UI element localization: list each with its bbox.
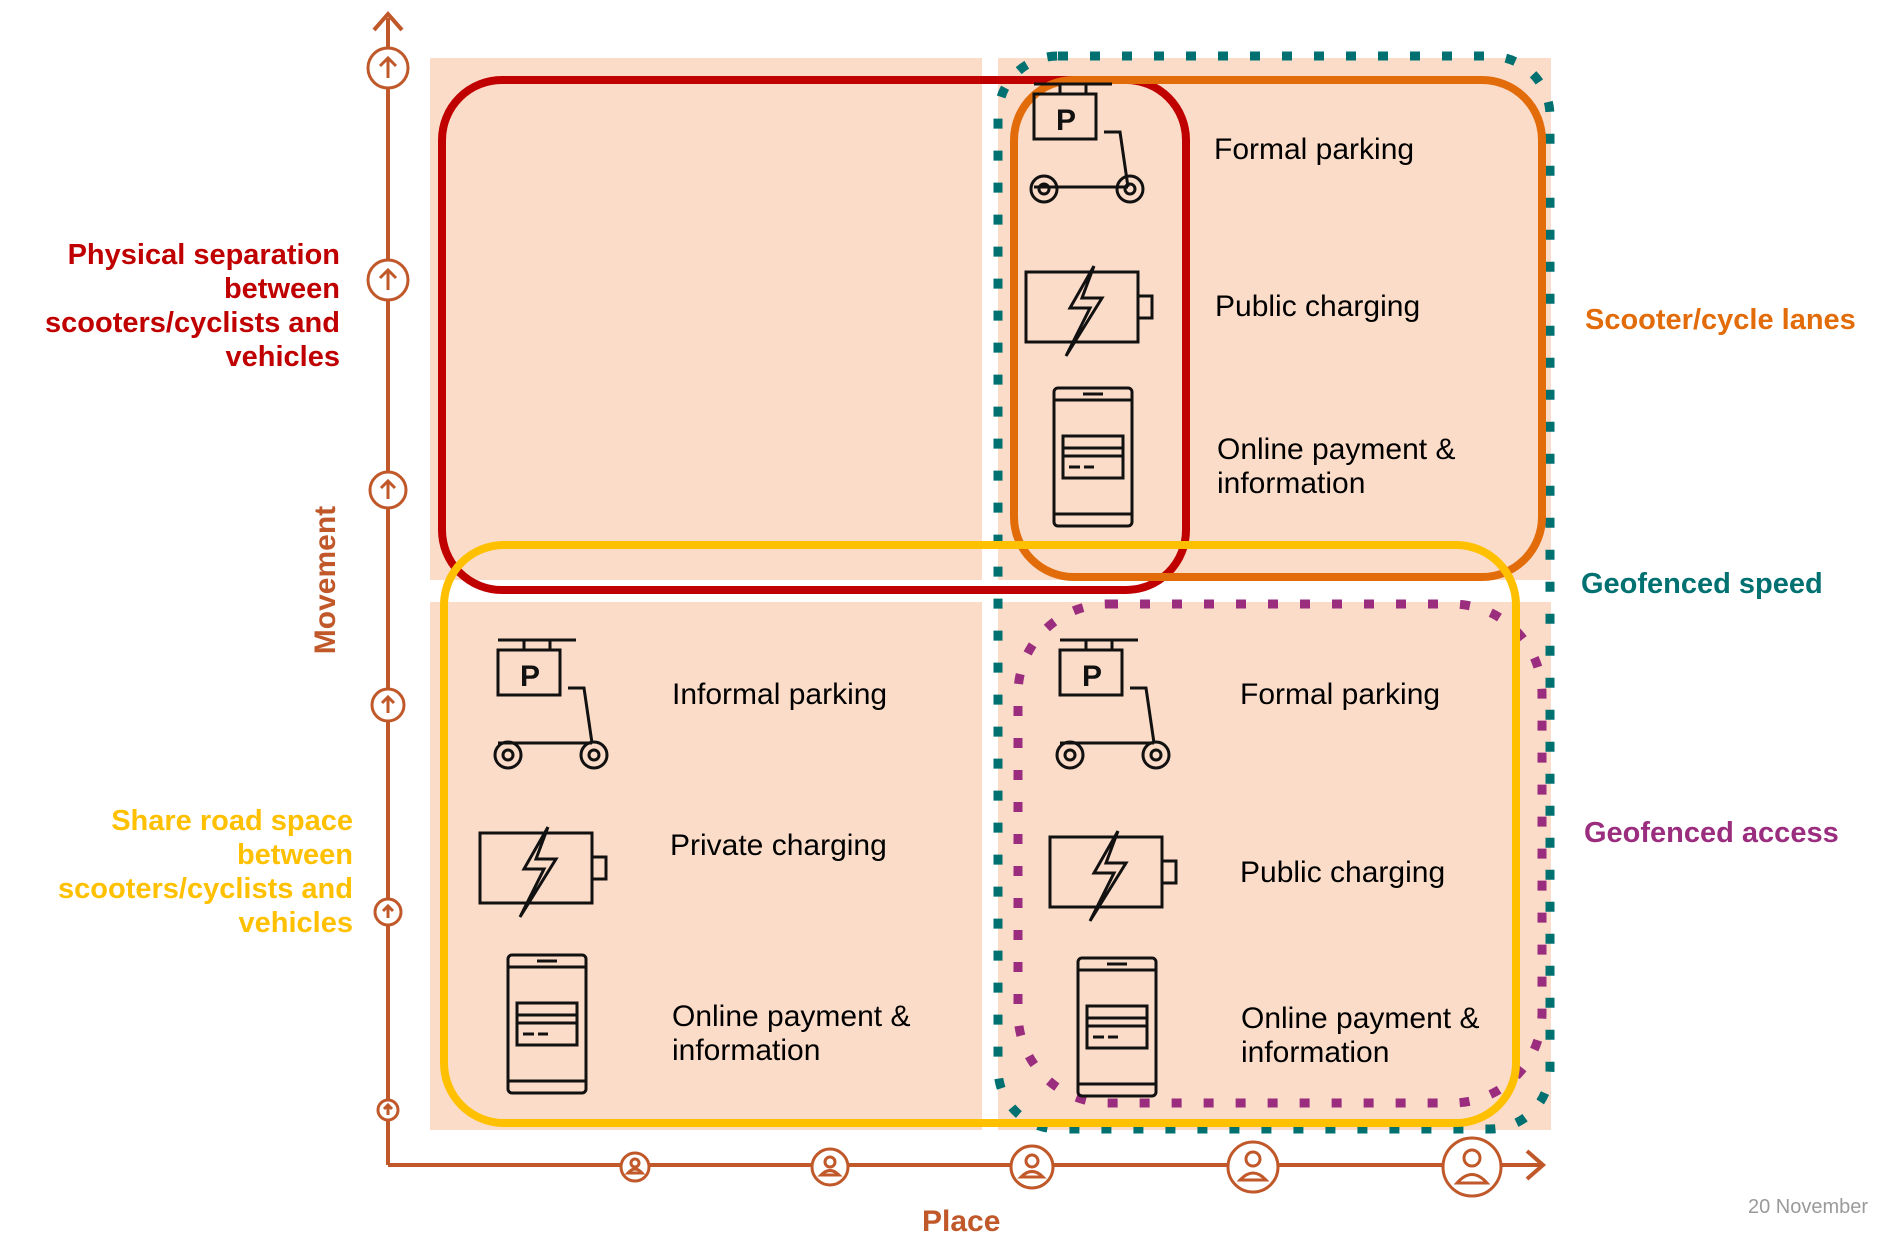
bottom-left-item-1-label: Informal parking <box>672 678 972 712</box>
item-line: Online payment & <box>672 1000 911 1033</box>
top-right-item-2-label: Public charging <box>1215 290 1515 324</box>
battery-charging-icon <box>1024 265 1154 357</box>
label-line: scooters/cyclists and <box>58 873 353 905</box>
share-road-region <box>440 541 1520 1127</box>
parking-scooter-icon: P <box>1029 82 1145 204</box>
up-arrow-circle-icon <box>370 687 406 723</box>
up-arrow-circle-icon <box>366 46 410 90</box>
top-right-item-3-label: Online payment & information <box>1217 433 1517 501</box>
top-right-item-1-label: Formal parking <box>1214 133 1514 167</box>
movement-axis <box>372 10 404 1165</box>
movement-axis-title: Movement <box>309 506 342 654</box>
person-circle-icon <box>619 1151 651 1183</box>
quadrant-bottom-right <box>998 602 1551 1130</box>
person-circle-icon <box>1226 1140 1280 1194</box>
battery-charging-icon <box>1048 830 1178 922</box>
person-circle-icon <box>1441 1136 1503 1198</box>
place-axis <box>388 1149 1547 1181</box>
scooter-lanes-region <box>1010 76 1546 581</box>
bottom-right-item-1-label: Formal parking <box>1240 678 1540 712</box>
item-line: information <box>1241 1036 1390 1069</box>
item-line: Private charging <box>670 829 887 862</box>
item-line: Informal parking <box>672 678 888 711</box>
label-line: vehicles <box>225 341 340 373</box>
place-scale-icons <box>619 1136 1503 1198</box>
label-line: between <box>236 839 353 871</box>
svg-text:P: P <box>1056 104 1076 137</box>
parking-scooter-icon: P <box>1055 638 1171 770</box>
item-line: Online payment & <box>1241 1002 1480 1035</box>
svg-text:P: P <box>1082 660 1102 693</box>
item-line: Formal parking <box>1240 678 1441 711</box>
scooter-cycle-lanes-label: Scooter/cycle lanes <box>1585 304 1856 336</box>
bottom-right-item-2-label: Public charging <box>1240 856 1540 890</box>
item-line: information <box>672 1034 821 1067</box>
label-line: vehicles <box>238 907 353 939</box>
phone-payment-icon <box>506 953 588 1095</box>
geofenced-speed-label: Geofenced speed <box>1581 568 1823 600</box>
svg-text:P: P <box>520 660 540 693</box>
bottom-left-item-2-label: Private charging <box>670 829 970 863</box>
up-arrow-circle-icon <box>376 1098 400 1122</box>
parking-scooter-icon: P <box>493 638 609 770</box>
up-arrow-circle-icon <box>373 897 403 927</box>
item-line: Online payment & <box>1217 433 1456 466</box>
footer-date: 20 November <box>1748 1196 1869 1218</box>
item-line: information <box>1217 467 1366 500</box>
phone-payment-icon <box>1052 386 1134 528</box>
label-line: Physical separation <box>67 239 340 271</box>
person-circle-icon <box>810 1147 850 1187</box>
person-circle-icon <box>1009 1144 1055 1190</box>
battery-charging-icon <box>478 826 608 918</box>
up-arrow-circle-icon <box>366 258 410 302</box>
item-line: Public charging <box>1215 290 1421 323</box>
geofenced-access-region <box>1013 599 1547 1108</box>
bottom-left-item-3-label: Online payment & information <box>672 1000 972 1068</box>
geofenced-access-label: Geofenced access <box>1584 817 1839 849</box>
label-line: Share road space <box>111 805 353 837</box>
physical-separation-region <box>438 76 1190 594</box>
physical-separation-label: Physical separation between scooters/cyc… <box>0 238 340 374</box>
label-line: scooters/cyclists and <box>45 307 340 339</box>
item-line: Formal parking <box>1214 133 1415 166</box>
place-axis-title: Place <box>922 1205 1001 1238</box>
quadrant-top-left <box>430 58 982 580</box>
quadrant-bottom-left <box>430 602 982 1130</box>
item-line: Public charging <box>1240 856 1446 889</box>
phone-payment-icon <box>1076 956 1158 1098</box>
share-road-space-label: Share road space between scooters/cyclis… <box>13 804 353 940</box>
movement-scale-icons <box>366 46 410 1122</box>
label-line: between <box>223 273 340 305</box>
bottom-right-item-3-label: Online payment & information <box>1241 1002 1541 1070</box>
up-arrow-circle-icon <box>368 470 408 510</box>
